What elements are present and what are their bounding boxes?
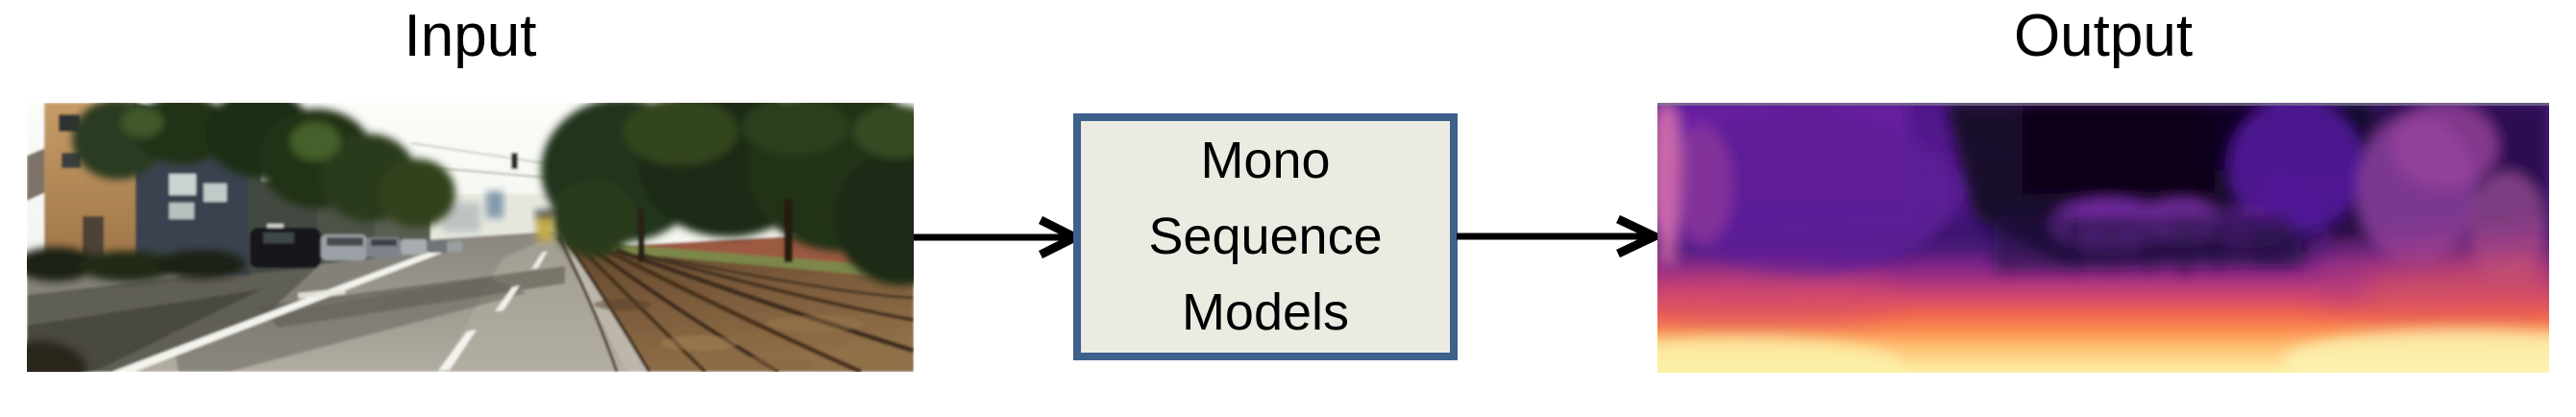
depth-map-graphic bbox=[1657, 103, 2549, 373]
model-box-line-2: Sequence bbox=[1148, 208, 1383, 265]
output-label: Output bbox=[2013, 3, 2194, 69]
arrow-input-to-model bbox=[914, 216, 1081, 258]
arrow-model-to-output bbox=[1457, 215, 1662, 258]
input-label: Input bbox=[404, 3, 537, 69]
street-scene-graphic bbox=[27, 103, 914, 372]
model-box-line-3: Models bbox=[1181, 283, 1350, 341]
model-box: Mono Sequence Models bbox=[1073, 113, 1458, 360]
input-street-photo bbox=[27, 103, 914, 372]
model-box-line-1: Mono bbox=[1200, 132, 1331, 189]
output-depth-map bbox=[1657, 103, 2549, 373]
